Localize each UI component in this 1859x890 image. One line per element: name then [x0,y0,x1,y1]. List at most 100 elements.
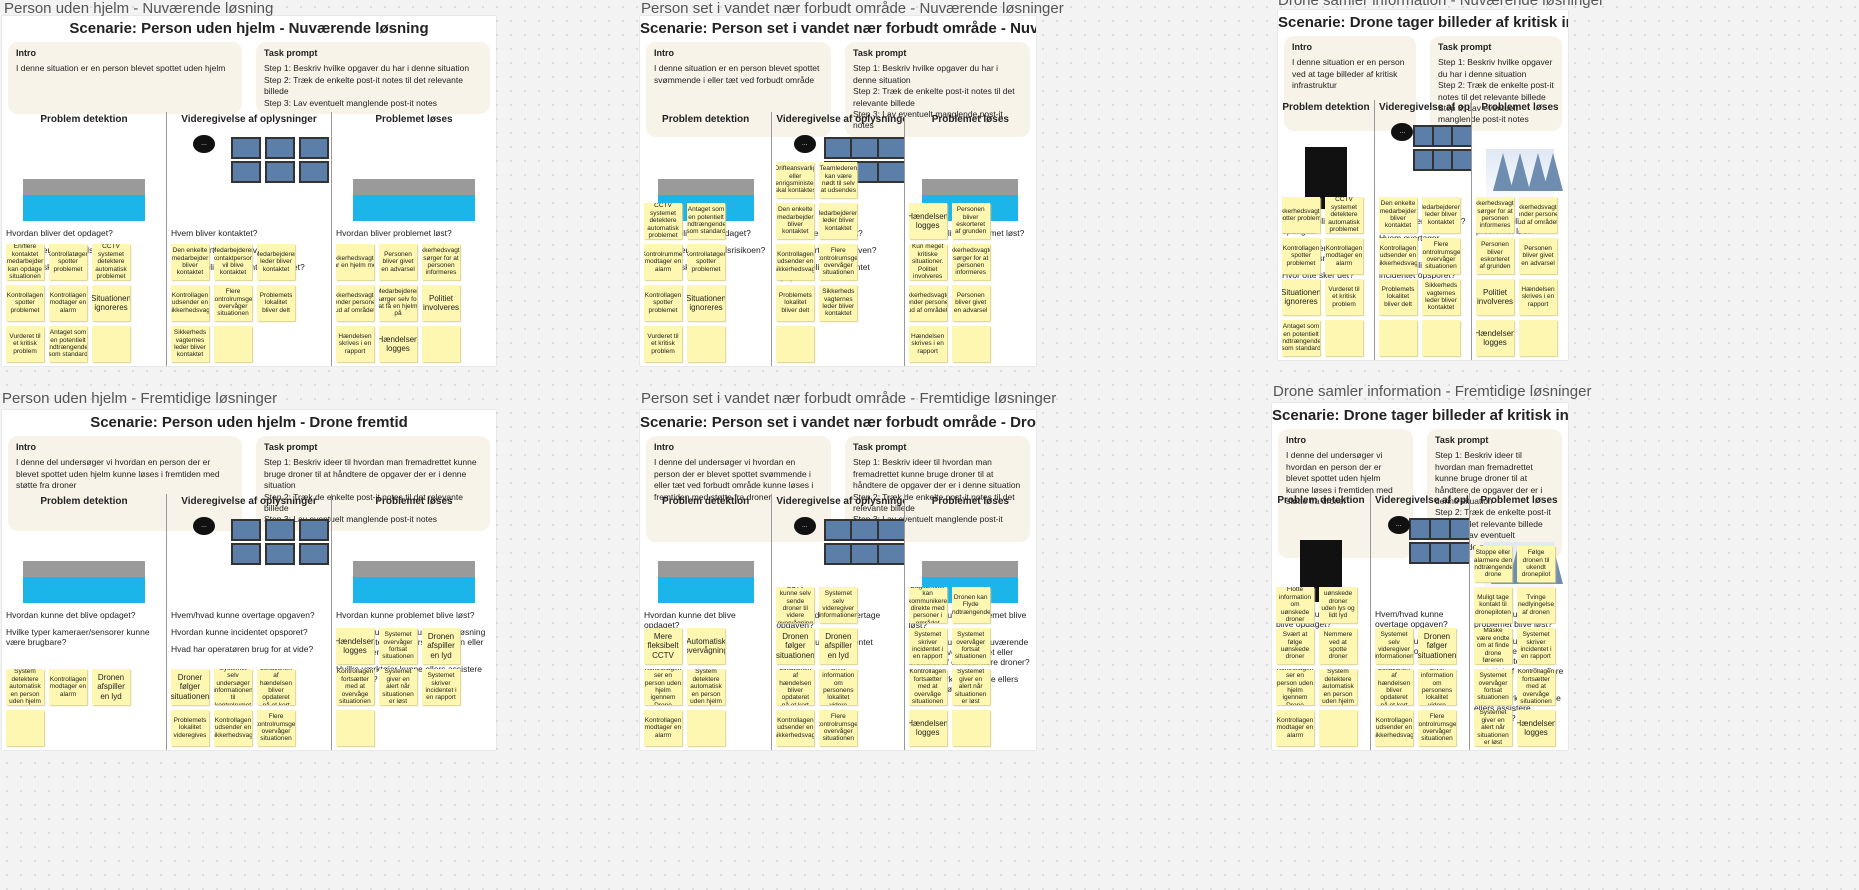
sticky-note[interactable]: Sikkerhedsvagten sender personen ud af o… [1519,197,1557,233]
sticky-note[interactable]: Situationen ignoreres [92,285,130,321]
sticky-note[interactable]: Kontrollagen spotter problemet [1282,238,1320,274]
sticky-note[interactable]: Automatisk overvågning [687,628,725,664]
sticky-note[interactable]: Sikkerhedsvagten spotter problemet [1282,197,1320,233]
sticky-note[interactable]: Hændelsen logges [908,710,947,746]
sticky-note[interactable]: Dronen afspiller en lyd [422,628,460,664]
sticky-note[interactable]: Følge dronen til ukendt dronepilot [1517,546,1555,582]
sticky-note[interactable]: Systemet skriver incidentet i en rapport [422,669,460,705]
sticky-note[interactable]: Dronen afspiller en lyd [819,628,858,664]
sticky-note[interactable]: Mere fleksibelt CCTV [644,628,682,664]
sticky-note[interactable]: Flotte information om uønskede droner [1276,587,1314,623]
sticky-note[interactable]: System detektere automatisk en person ud… [1319,669,1357,705]
sticky-note[interactable]: Sikkerhedsvagten har en hjelm med [336,244,374,280]
sticky-note[interactable]: Hændelsen logges [1517,710,1555,746]
scenario-frame[interactable]: Scenarie: Person uden hjelm - Nuværende … [2,16,496,366]
sticky-note[interactable]: System detektere automatisk en person ud… [687,669,725,705]
scenario-frame[interactable]: Scenarie: Drone tager billeder af kritis… [1272,403,1568,750]
sticky-note[interactable]: Hændelsen skrives i en rapport [1519,279,1557,315]
sticky-note[interactable]: Kontrollagen modtager en alarm [644,710,682,746]
sticky-note[interactable]: Kontrollagen udsender en sikkerhedsvagt [171,285,209,321]
sticky-note[interactable]: Kontrollagen spotter problemet [644,285,682,321]
sticky-note[interactable]: CCTV kunne selv sende droner til videre … [776,587,815,623]
sticky-note[interactable]: Hændelsen logges [908,203,947,239]
sticky-note[interactable] [951,326,990,362]
sticky-note[interactable]: Kontrolrummet modtager en alarm [644,244,682,280]
sticky-note[interactable]: Personen bliver eskorteret af grunden [1476,238,1514,274]
sticky-note[interactable]: Dronen følger situationen [776,628,815,664]
sticky-note[interactable]: Systemet giver en alert når situationen … [951,669,990,705]
frame-title[interactable]: Person set i vandet nær forbudt område -… [641,0,1064,17]
sticky-note[interactable]: Kontrollagen udsender en sikkerhedsvagt [1379,238,1417,274]
sticky-note[interactable]: Kontrollatøgen spotter problemet [49,244,87,280]
sticky-note[interactable]: Flere kontrolrumsger overvåger situation… [1422,238,1460,274]
sticky-note[interactable]: Kontrollagen modtager en alarm [1325,238,1363,274]
sticky-note[interactable]: Situationen ignoreres [687,285,725,321]
sticky-note[interactable]: Systemet giver en alert når situationen … [1474,710,1512,746]
sticky-note[interactable] [1325,320,1363,356]
frame-title[interactable]: Drone samler information - Nuværende løs… [1278,0,1604,9]
sticky-note[interactable]: Kontrollagen ser en person uden hjelm ig… [1276,669,1314,705]
sticky-note[interactable]: Kontrollagen fortsætter med at overvåge … [908,669,947,705]
sticky-note[interactable]: Systemet overvåger fortsat situationen [951,628,990,664]
sticky-note[interactable]: Systemet overvåger fortsat situationen [379,628,417,664]
sticky-note[interactable]: Kontrollagen modtager en alarm [1276,710,1314,746]
scenario-frame[interactable]: Scenarie: Person uden hjelm - Drone frem… [2,410,496,750]
sticky-note[interactable]: Antaget som en potentielt indtrængende s… [687,203,725,239]
scenario-frame[interactable]: Scenarie: Drone tager billeder af kritis… [1278,10,1568,360]
sticky-note[interactable]: Personen bliver givet en advarsel [1519,238,1557,274]
sticky-note[interactable] [92,326,130,362]
sticky-note[interactable]: Medarbejderens leder bliver kontaktet [819,203,858,239]
scenario-frame[interactable]: Scenarie: Person set i vandet nær forbud… [640,410,1036,750]
sticky-note[interactable] [1519,320,1557,356]
sticky-note[interactable]: Hændelsen logges [379,326,417,362]
sticky-note[interactable]: Dronen kan Flyde indtrængende [951,587,990,623]
sticky-note[interactable]: Kontrollagen udsender en sikkerhedsvagt [1375,710,1413,746]
sticky-note[interactable] [776,326,815,362]
sticky-note[interactable]: Personen bliver givet en advarsel [379,244,417,280]
sticky-note[interactable]: Svært at følge uønskede droner [1276,628,1314,664]
sticky-note[interactable] [1422,320,1460,356]
sticky-note[interactable]: Medarbejderen sørger selv for at få en h… [379,285,417,321]
frame-title[interactable]: Person set i vandet nær forbudt område -… [641,390,1057,407]
sticky-note[interactable]: Flere kontrolrumsger overvåger situation… [1418,710,1456,746]
sticky-note[interactable]: Den enkelte medarbejder bliver kontaktet [171,244,209,280]
sticky-note[interactable]: Flere kontrolrumsger overvåger situation… [819,244,858,280]
sticky-note[interactable]: Medarbejderen leder bliver kontaktet [257,244,295,280]
sticky-note[interactable]: Systemet selv undersøger informationen t… [214,669,252,705]
sticky-note[interactable]: Problemets lokalitet bliver delt [776,285,815,321]
sticky-note[interactable]: Giver information om personens lokalitet… [1418,669,1456,705]
sticky-note[interactable]: Sikkerhedsvagten sørger for at personen … [951,244,990,280]
sticky-note[interactable]: Kontrollatøgen spotter problemet [687,244,725,280]
sticky-note[interactable]: Systemet skriver incidentet i en rapport [908,628,947,664]
sticky-note[interactable]: Personen bliver eskorteret af grunden [951,203,990,239]
sticky-note[interactable]: Lokationen af hændelsen bliver opdateret… [776,669,815,705]
sticky-note[interactable]: Medarbejderen kontaktperson vil blive ko… [214,244,252,280]
sticky-note[interactable]: Sikkerheds vagternes leder bliver kontak… [1422,279,1460,315]
sticky-note[interactable]: Sikkerheds vagternes leder bliver kontak… [171,326,209,362]
sticky-note[interactable]: En/flere kontaktet medarbejder kan opdag… [6,244,44,280]
sticky-note[interactable]: Politiet involveres [1476,279,1514,315]
sticky-note[interactable]: Sikkerheds vagternes leder bliver kontak… [819,285,858,321]
sticky-note[interactable]: Flere kontrolrumsger overvåger situation… [257,710,295,746]
sticky-note[interactable]: uønskede droner uden lys og lidt lyd [1319,587,1357,623]
sticky-note[interactable]: Hændelsen logges [336,628,374,664]
sticky-note[interactable]: Dagsbrikker kan kommunikere direkte med … [908,587,947,623]
sticky-note[interactable]: Lokationen af hændelsen bliver opdateret… [257,669,295,705]
frame-title[interactable]: Person uden hjelm - Fremtidige løsninger [2,390,278,407]
sticky-note[interactable] [687,710,725,746]
sticky-note[interactable] [951,710,990,746]
sticky-note[interactable]: Sikkerhedsvagten sender personen ud af o… [908,285,947,321]
sticky-note[interactable]: Politiet involveres [422,285,460,321]
sticky-note[interactable] [1319,710,1357,746]
sticky-note[interactable]: Problemets lokalitet bliver delt [1379,279,1417,315]
sticky-note[interactable]: Sikkerhedsvagten sørger for at personen … [1476,197,1514,233]
sticky-note[interactable]: Vurderet til et kritisk problem [1325,279,1363,315]
sticky-note[interactable]: System detektere automatisk en person ud… [6,669,44,705]
sticky-note[interactable] [6,710,44,746]
sticky-note[interactable]: Stoppe eller alarmere den indtrængende d… [1474,546,1512,582]
sticky-note[interactable]: Problemets lokalitet videregives [171,710,209,746]
frame-title[interactable]: Drone samler information - Fremtidige lø… [1273,383,1592,400]
frame-title[interactable]: Person uden hjelm - Nuværende løsning [4,0,274,17]
sticky-note[interactable]: CCTV systemet detektere automatisk probl… [1325,197,1363,233]
sticky-note[interactable]: Flere kontrolrumsger overvåger situation… [819,710,858,746]
